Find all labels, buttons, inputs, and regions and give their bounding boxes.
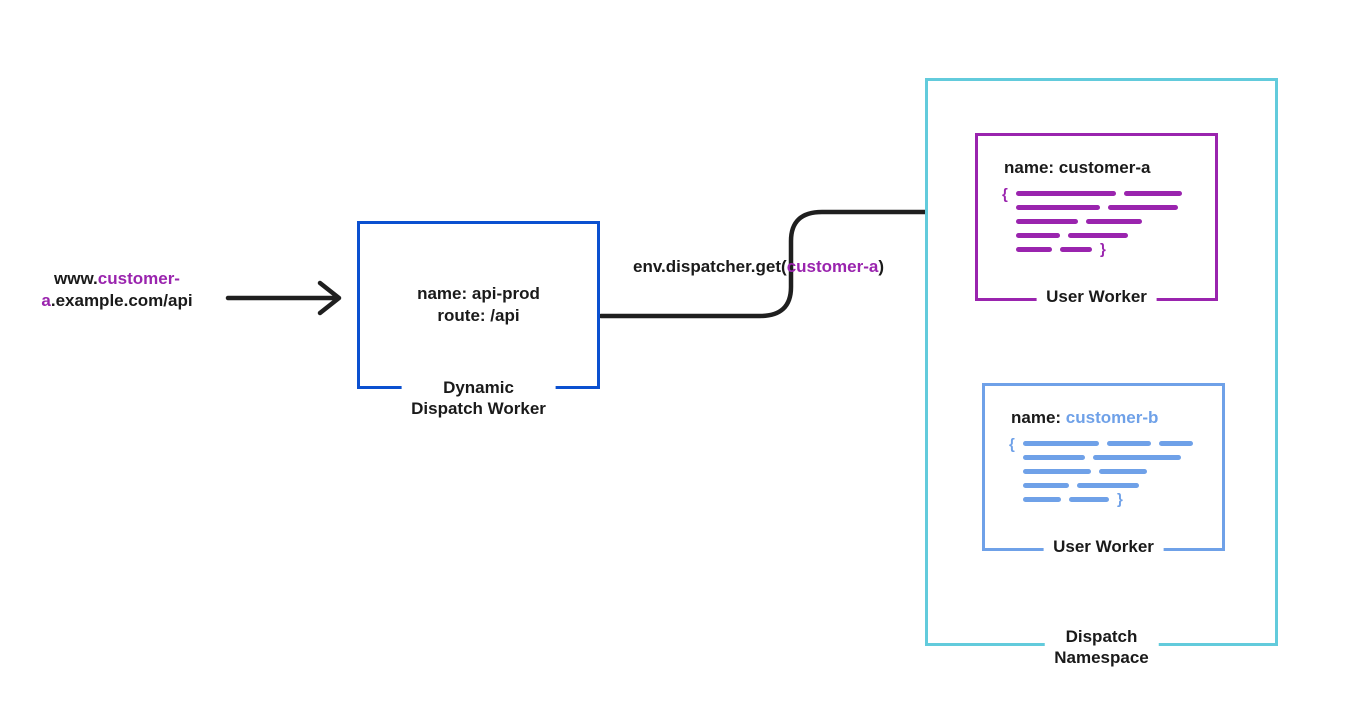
close-brace-icon: } <box>1117 491 1123 508</box>
url-highlight-line2: a <box>41 291 51 310</box>
code-line <box>1023 455 1193 460</box>
close-brace-icon: } <box>1100 241 1106 258</box>
open-brace-icon: { <box>1002 186 1008 203</box>
dispatch-namespace-label-line1: Dispatch <box>1065 627 1138 646</box>
url-highlight-line1: customer- <box>97 269 180 288</box>
dispatch-namespace-box: name: customer-a { } User Worker name: c… <box>925 78 1278 668</box>
code-line <box>1016 191 1182 196</box>
dispatch-namespace-label: Dispatch Namespace <box>1044 626 1159 668</box>
code-lines: } <box>1023 441 1193 508</box>
user-worker-b-box: name: customer-b { } User Worker <box>982 383 1225 557</box>
code-lines: } <box>1016 191 1182 258</box>
url-suffix: .example.com/api <box>50 291 193 310</box>
dispatch-worker-label: Dynamic Dispatch Worker <box>401 377 556 419</box>
dispatcher-call-suffix: ) <box>878 257 884 276</box>
user-worker-b-name: name: customer-b <box>1011 408 1158 428</box>
dispatch-worker-label-line1: Dynamic <box>443 378 514 397</box>
dispatch-worker-route: route: /api <box>437 306 520 325</box>
code-line: } <box>1023 491 1193 508</box>
code-line <box>1023 469 1193 474</box>
user-worker-a-box: name: customer-a { } User Worker <box>975 133 1218 307</box>
user-worker-b-code: { } <box>1009 436 1193 511</box>
user-worker-b-label: User Worker <box>1043 536 1164 557</box>
dispatcher-call-label: env.dispatcher.get(customer-a) <box>633 257 884 277</box>
dispatch-namespace-label-line2: Namespace <box>1054 648 1149 667</box>
user-worker-a-code: { } <box>1002 186 1182 261</box>
url-prefix: www. <box>54 269 98 288</box>
code-line <box>1023 441 1193 446</box>
user-worker-a-name: name: customer-a <box>1004 158 1151 177</box>
user-worker-b-name-value: customer-b <box>1065 408 1159 427</box>
dispatch-worker-label-line2: Dispatch Worker <box>411 399 546 418</box>
dispatch-worker-content: name: api-prod route: /api <box>360 224 597 386</box>
dispatch-worker-name: name: api-prod <box>417 284 540 303</box>
code-line <box>1016 205 1182 210</box>
dispatcher-call-arg: customer-a <box>786 257 879 276</box>
open-brace-icon: { <box>1009 436 1015 453</box>
code-line <box>1016 219 1182 224</box>
request-arrow <box>225 280 342 316</box>
code-line <box>1016 233 1182 238</box>
user-worker-a-label: User Worker <box>1036 286 1157 307</box>
code-line: } <box>1016 241 1182 258</box>
user-worker-b-name-prefix: name: <box>1011 408 1066 427</box>
dispatcher-call-prefix: env.dispatcher.get( <box>633 257 787 276</box>
request-url: www.customer- a.example.com/api <box>10 268 224 312</box>
dynamic-dispatch-worker-box: name: api-prod route: /api Dynamic Dispa… <box>357 221 600 419</box>
code-line <box>1023 483 1193 488</box>
